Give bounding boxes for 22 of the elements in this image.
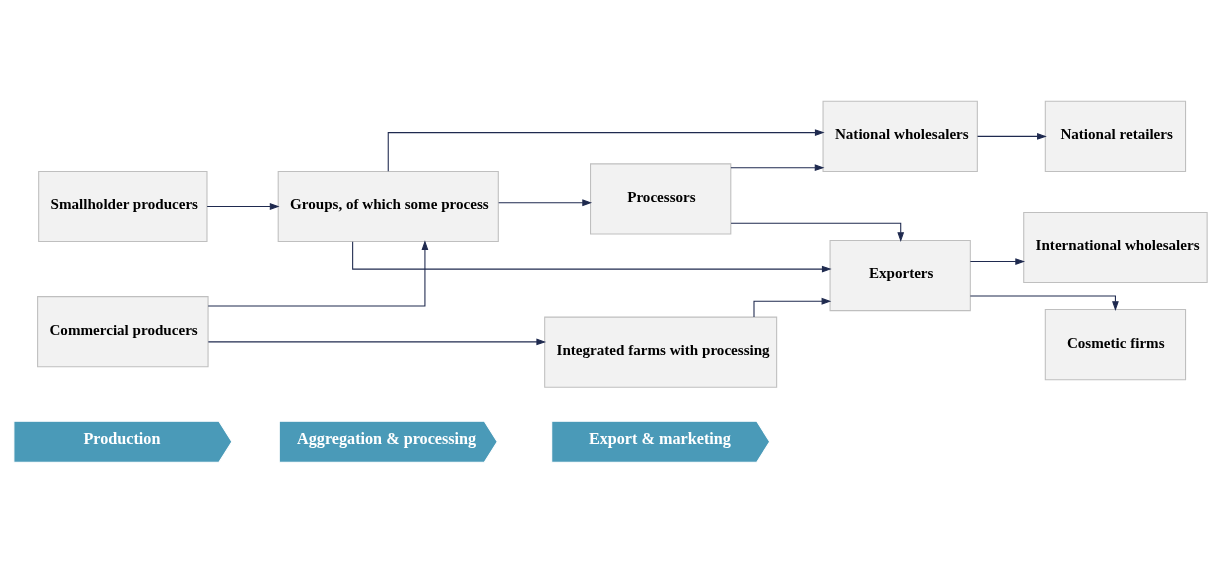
arrow xyxy=(730,163,825,171)
arrow xyxy=(977,132,1047,140)
node-box: National retailers xyxy=(1044,100,1187,172)
arrow xyxy=(753,297,832,318)
node-box: Groups, of which some process xyxy=(277,170,499,242)
arrow xyxy=(498,198,593,206)
node-box: Smallholder producers xyxy=(38,170,208,242)
node-box: Integrated farms with processing xyxy=(544,316,778,388)
node-box: Cosmetic firms xyxy=(1044,308,1187,380)
node-box: Processors xyxy=(590,162,732,235)
arrow xyxy=(969,257,1026,265)
arrow xyxy=(969,295,1119,311)
arrow xyxy=(387,128,825,172)
arrow xyxy=(207,338,547,345)
arrow xyxy=(207,239,429,306)
arrow xyxy=(206,202,280,210)
node-box: Commercial producers xyxy=(37,295,209,367)
node-box: National wholesalers xyxy=(822,100,978,172)
arrow xyxy=(352,240,832,272)
node-box: International wholesalers xyxy=(1023,211,1208,283)
arrow xyxy=(730,222,905,242)
node-box: Exporters xyxy=(829,239,971,311)
